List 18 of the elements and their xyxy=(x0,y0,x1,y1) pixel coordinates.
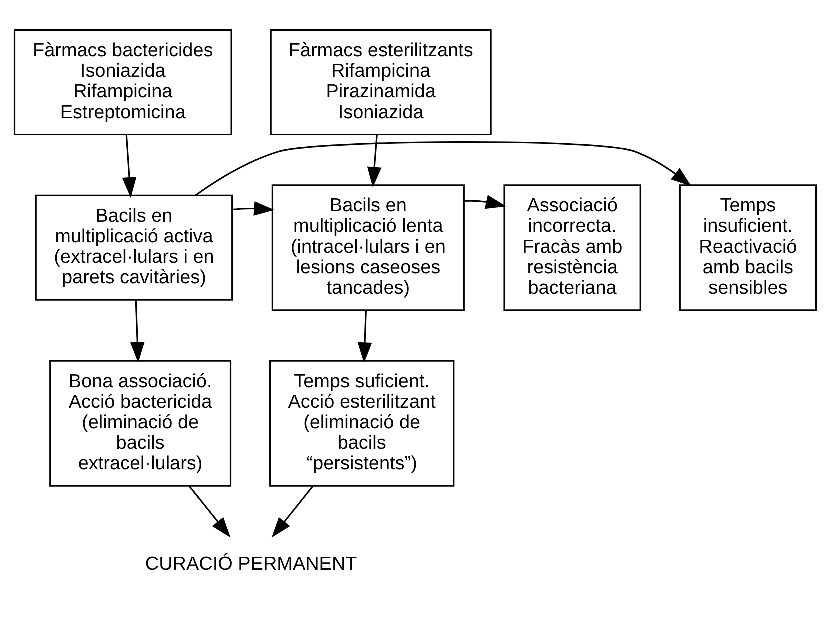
arrow xyxy=(272,485,314,538)
node-box: Bacils en multiplicació activa (extracel·lulars i en parets cavitàries) xyxy=(35,194,234,300)
node-box: Associació incorrecta. Fracàs amb resistència bacteriana xyxy=(504,184,642,311)
node-box: Fàrmacs esterilitzants Rifampicina Pirazinamida Isoniazida xyxy=(270,29,492,136)
node-box: Temps insuficient. Reactivació amb bacils sensibles xyxy=(679,184,818,311)
node-box: Fàrmacs bactericides Isoniazida Rifampicina Estreptomicina xyxy=(14,29,232,136)
arrow xyxy=(232,201,275,216)
node-box: Temps suficient. Acció esterilitzant (eliminació de bacils “persistents”) xyxy=(270,360,455,486)
arrow xyxy=(358,310,372,363)
arrow xyxy=(122,134,137,198)
node-box: Bona associació. Acció bactericida (eliminació de bacils extracel·lulars) xyxy=(50,360,232,486)
node-box: Bacils en multiplicació lenta (intracel·lulars i en lesions caseoses tancades) xyxy=(272,184,465,311)
arrow xyxy=(130,300,145,362)
arrow xyxy=(188,485,231,538)
arrow xyxy=(367,134,382,188)
arrow xyxy=(195,140,692,196)
node-text: CURACIÓ PERMANENT xyxy=(145,554,358,575)
arrow xyxy=(464,194,507,209)
